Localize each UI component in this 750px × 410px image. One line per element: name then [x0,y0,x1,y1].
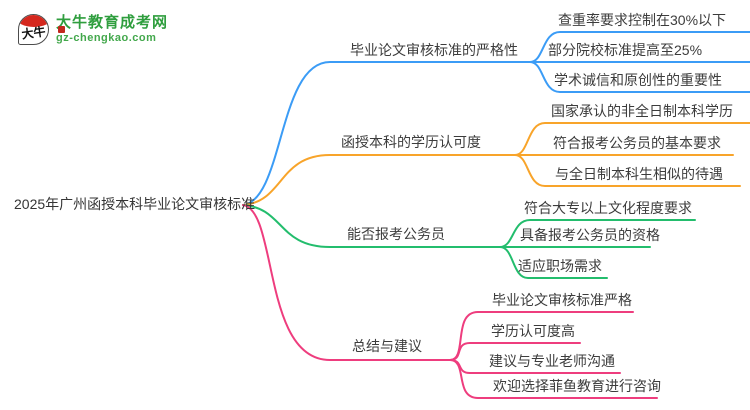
logo-red-cap [19,15,48,27]
leaf-node[interactable]: 符合报考公务员的基本要求 [553,135,721,151]
leaf-node[interactable]: 部分院校标准提高至25% [548,42,703,58]
logo-text-block: 大牛教育成考网 gz-chengkao.com [56,15,168,44]
site-logo: 大牛 大牛教育成考网 gz-chengkao.com [18,14,168,45]
leaf-node[interactable]: 查重率要求控制在30%以下 [558,12,727,28]
branch-label-1[interactable]: 毕业论文审核标准的严格性 [350,42,518,58]
leaf-node[interactable]: 具备报考公务员的资格 [520,227,660,243]
branch-label-3[interactable]: 能否报考公务员 [347,226,445,242]
leaf-node[interactable]: 适应职场需求 [518,258,602,274]
branch-4-wires [242,204,658,399]
leaf-node[interactable]: 国家承认的非全日制本科学历 [551,103,733,119]
leaf-node[interactable]: 建议与专业老师沟通 [489,353,615,369]
site-domain: gz-chengkao.com [56,31,157,44]
leaf-node[interactable]: 符合大专以上文化程度要求 [524,200,692,216]
branch-label-2[interactable]: 函授本科的学历认可度 [341,134,481,150]
branch-2-wires [242,122,750,206]
site-name: 大牛教育成考网 [56,14,169,32]
root-topic[interactable]: 2025年广州函授本科毕业论文审核标准 [14,196,256,212]
branch-label-4[interactable]: 总结与建议 [352,338,422,354]
leaf-node[interactable]: 毕业论文审核标准严格 [492,292,632,308]
branch-1-wires [242,31,750,206]
logo-bubble-text: 大牛 [20,24,47,42]
branch-3-wires [242,204,696,279]
leaf-node[interactable]: 学历认可度高 [491,323,575,339]
logo-seal-icon [58,26,65,33]
logo-bubble-icon: 大牛 [18,14,49,45]
leaf-node[interactable]: 学术诚信和原创性的重要性 [554,72,722,88]
leaf-node[interactable]: 欢迎选择菲鱼教育进行咨询 [493,378,661,394]
leaf-node[interactable]: 与全日制本科生相似的待遇 [555,166,723,182]
